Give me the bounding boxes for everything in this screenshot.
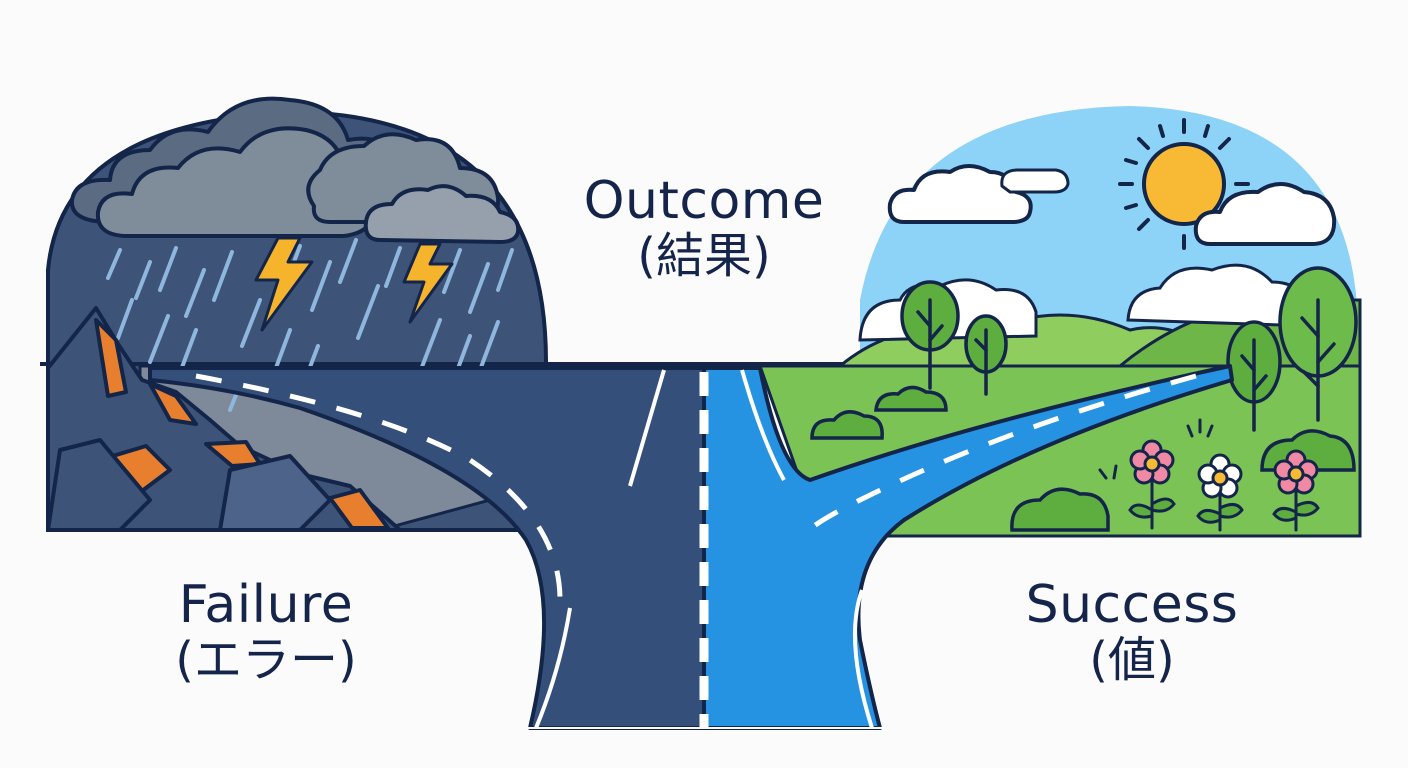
cloud-icon [887,164,1033,224]
rock-icon [46,306,402,532]
success-title: Success [1025,575,1239,635]
failure-landscape [40,96,1232,532]
storm-cloud-icon [69,96,521,244]
failure-title: Failure [178,575,354,635]
failure-subtitle: (エラー) [175,632,357,689]
outcome-label: Outcome (結果) [504,172,904,284]
fork-road [148,364,1234,730]
success-road [702,364,1234,730]
cloud-icon [1000,168,1070,194]
cloud-icon [1193,182,1337,246]
outcome-subtitle: (結果) [637,228,771,285]
bush [810,385,1356,532]
outcome-title: Outcome [583,171,825,231]
sun-icon [1118,118,1250,250]
success-subtitle: (値) [1089,632,1175,689]
tree-icon [900,266,1358,432]
success-label: Success (値) [982,576,1282,688]
flower-icon [1098,418,1320,532]
lightning-bolt-icon [254,236,454,332]
failure-label: Failure (エラー) [116,576,416,688]
